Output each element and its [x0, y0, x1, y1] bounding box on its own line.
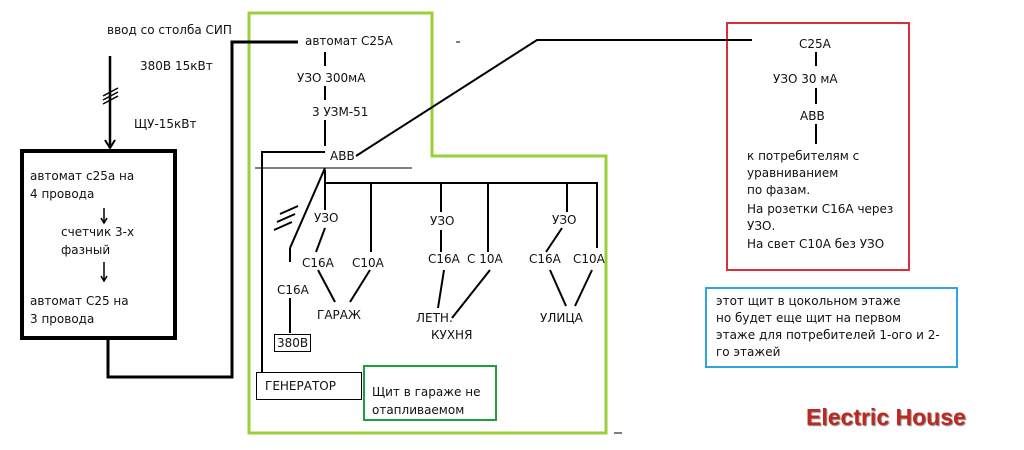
garage-panel-outline — [247, 11, 608, 435]
red-abb-label: АВВ — [800, 109, 825, 123]
kitchen-rcd-label: УЗО — [430, 214, 455, 228]
blue-note-line-2: но будет еще щит на первом — [716, 311, 902, 325]
kitchen-c16-label: С16А — [428, 252, 460, 266]
input-power-label: 380В 15кВт — [140, 59, 213, 73]
distribution-bus — [315, 170, 598, 319]
garage-c16-label: С16А — [302, 256, 334, 270]
generator-box: ГЕНЕРАТОР — [256, 372, 362, 400]
input-feed-label: ввод со столба СИП — [107, 23, 232, 37]
street-c16-label: С16А — [529, 252, 561, 266]
garage-label: ГАРАЖ — [317, 308, 361, 322]
main-rcd-label: УЗО 300мА — [297, 71, 366, 85]
red-panel-outline — [726, 22, 910, 271]
garage-c10-label: С10А — [352, 256, 384, 270]
kitchen-label-2: КУХНЯ — [431, 328, 473, 342]
feed-to-panel — [106, 40, 298, 379]
input-box-line-6: 3 провода — [30, 312, 95, 326]
red-note-line-4: На розетки С16А через — [747, 202, 894, 216]
green-note-outline — [363, 365, 497, 421]
red-note-line-5: УЗО. — [747, 219, 776, 233]
gen-voltage-label: 380В — [274, 334, 312, 352]
red-note-line-3: по фазам. — [747, 183, 811, 197]
input-box-line-1: автомат с25а на — [30, 169, 135, 183]
input-box-line-5: автомат С25 на — [30, 294, 129, 308]
main-breaker-label: автомат С25А — [305, 34, 393, 48]
street-label: УЛИЦА — [540, 311, 583, 325]
input-box-line-3: счетчик 3-х — [61, 225, 135, 239]
abb-to-red-panel — [355, 39, 752, 157]
street-c10-label: С10А — [573, 252, 605, 266]
blue-note-line-3: этаже для потребителей 1-ого и 2- — [716, 328, 940, 342]
gen-breaker-label: С16А — [277, 283, 309, 297]
main-abb-label: ABB — [330, 149, 355, 163]
red-note-line-1: к потребителям с — [747, 149, 860, 163]
blue-note-line-4: го этажей — [716, 345, 781, 359]
input-panel-label: ЩУ-15кВт — [134, 117, 197, 131]
main-voltage-relay-label: 3 УЗМ-51 — [312, 105, 369, 119]
garage-rcd-label: УЗО — [314, 211, 339, 225]
garage-note-line-1: Щит в гараже не — [372, 385, 481, 399]
input-box-outline — [20, 149, 177, 340]
generator-branch — [261, 151, 326, 372]
kitchen-c10-label: С 10А — [467, 252, 503, 266]
red-rcd-label: УЗО 30 мА — [773, 72, 838, 86]
garage-note-line-2: отапливаемом — [372, 403, 465, 417]
red-note-line-2: уравниванием — [747, 166, 839, 180]
red-note-line-6: На свет С10А без УЗО — [747, 237, 885, 251]
blue-note-line-1: этот щит в цокольном этаже — [716, 294, 901, 308]
kitchen-label-1: ЛЕТН. — [416, 311, 453, 325]
street-rcd-label: УЗО — [552, 213, 577, 227]
blue-note-outline — [705, 287, 958, 368]
input-box-arrows — [100, 208, 108, 283]
brand-logo-text: Electric House — [806, 404, 966, 430]
input-feed — [102, 56, 119, 150]
red-breaker-label: С25А — [799, 37, 831, 51]
input-box-line-2: 4 провода — [30, 187, 95, 201]
input-box-line-4: фазный — [61, 243, 111, 257]
